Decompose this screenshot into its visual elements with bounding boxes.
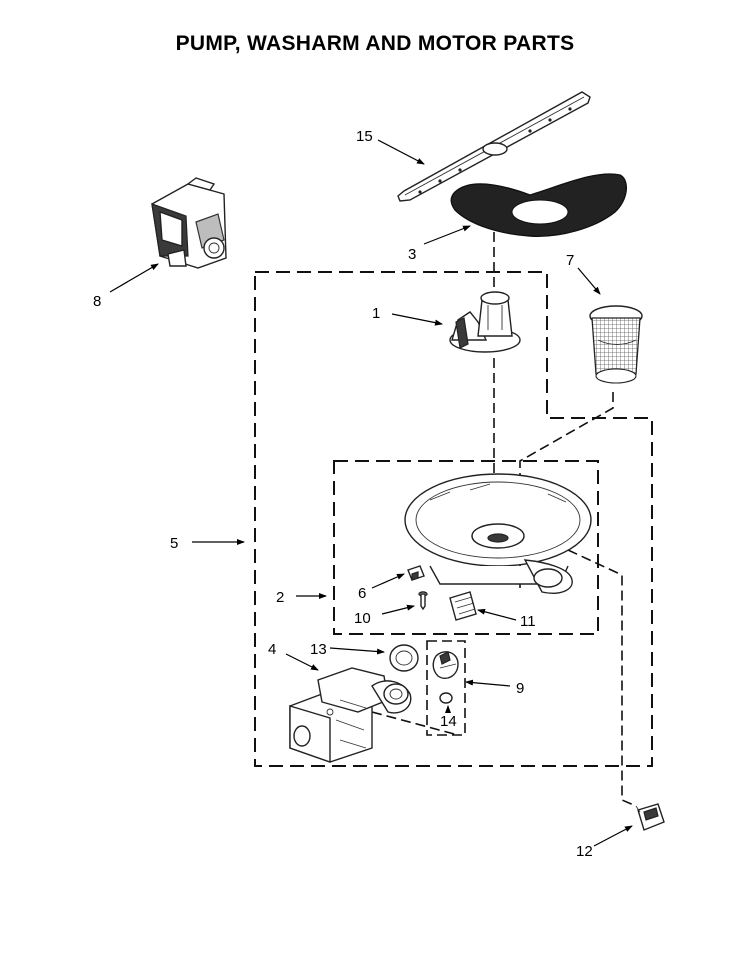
callout-13: 13 [310, 641, 327, 658]
assembly-9-boundary [426, 640, 466, 736]
part-9-diverter [432, 651, 459, 680]
part-14-ring [439, 692, 453, 704]
part-8-drain-motor [151, 177, 227, 269]
part-6-clip [407, 565, 425, 581]
callout-3: 3 [408, 246, 416, 263]
part-1-hub [449, 291, 521, 353]
callout-1: 1 [372, 305, 380, 322]
part-7-filter-cup [589, 305, 643, 384]
callout-15: 15 [356, 128, 373, 145]
callout-7: 7 [566, 252, 574, 269]
callout-14: 14 [440, 713, 457, 730]
assembly-5-boundary [254, 271, 653, 767]
leader-lines [109, 139, 633, 847]
part-13-seal [389, 644, 419, 672]
callout-6: 6 [358, 585, 366, 602]
part-10-screw [418, 591, 428, 611]
part-4-circulation-motor [289, 667, 412, 763]
callout-12: 12 [576, 843, 593, 860]
callout-2: 2 [276, 589, 284, 606]
part-11-sensor [449, 591, 477, 621]
callout-11: 11 [520, 613, 536, 630]
part-2-sump [404, 473, 592, 594]
callout-10: 10 [354, 610, 371, 627]
part-3-filter-plate [450, 173, 627, 237]
callout-8: 8 [93, 293, 101, 310]
callout-4: 4 [268, 641, 276, 658]
callout-labels: 15 3 7 8 1 5 2 6 10 11 13 4 9 14 12 [93, 128, 593, 860]
callout-9: 9 [516, 680, 524, 697]
callout-5: 5 [170, 535, 178, 552]
page-title: PUMP, WASHARM AND MOTOR PARTS [175, 32, 575, 55]
part-15-spray-arm [397, 91, 591, 202]
part-12-connector [635, 803, 665, 831]
assembly-2-boundary [333, 460, 599, 635]
